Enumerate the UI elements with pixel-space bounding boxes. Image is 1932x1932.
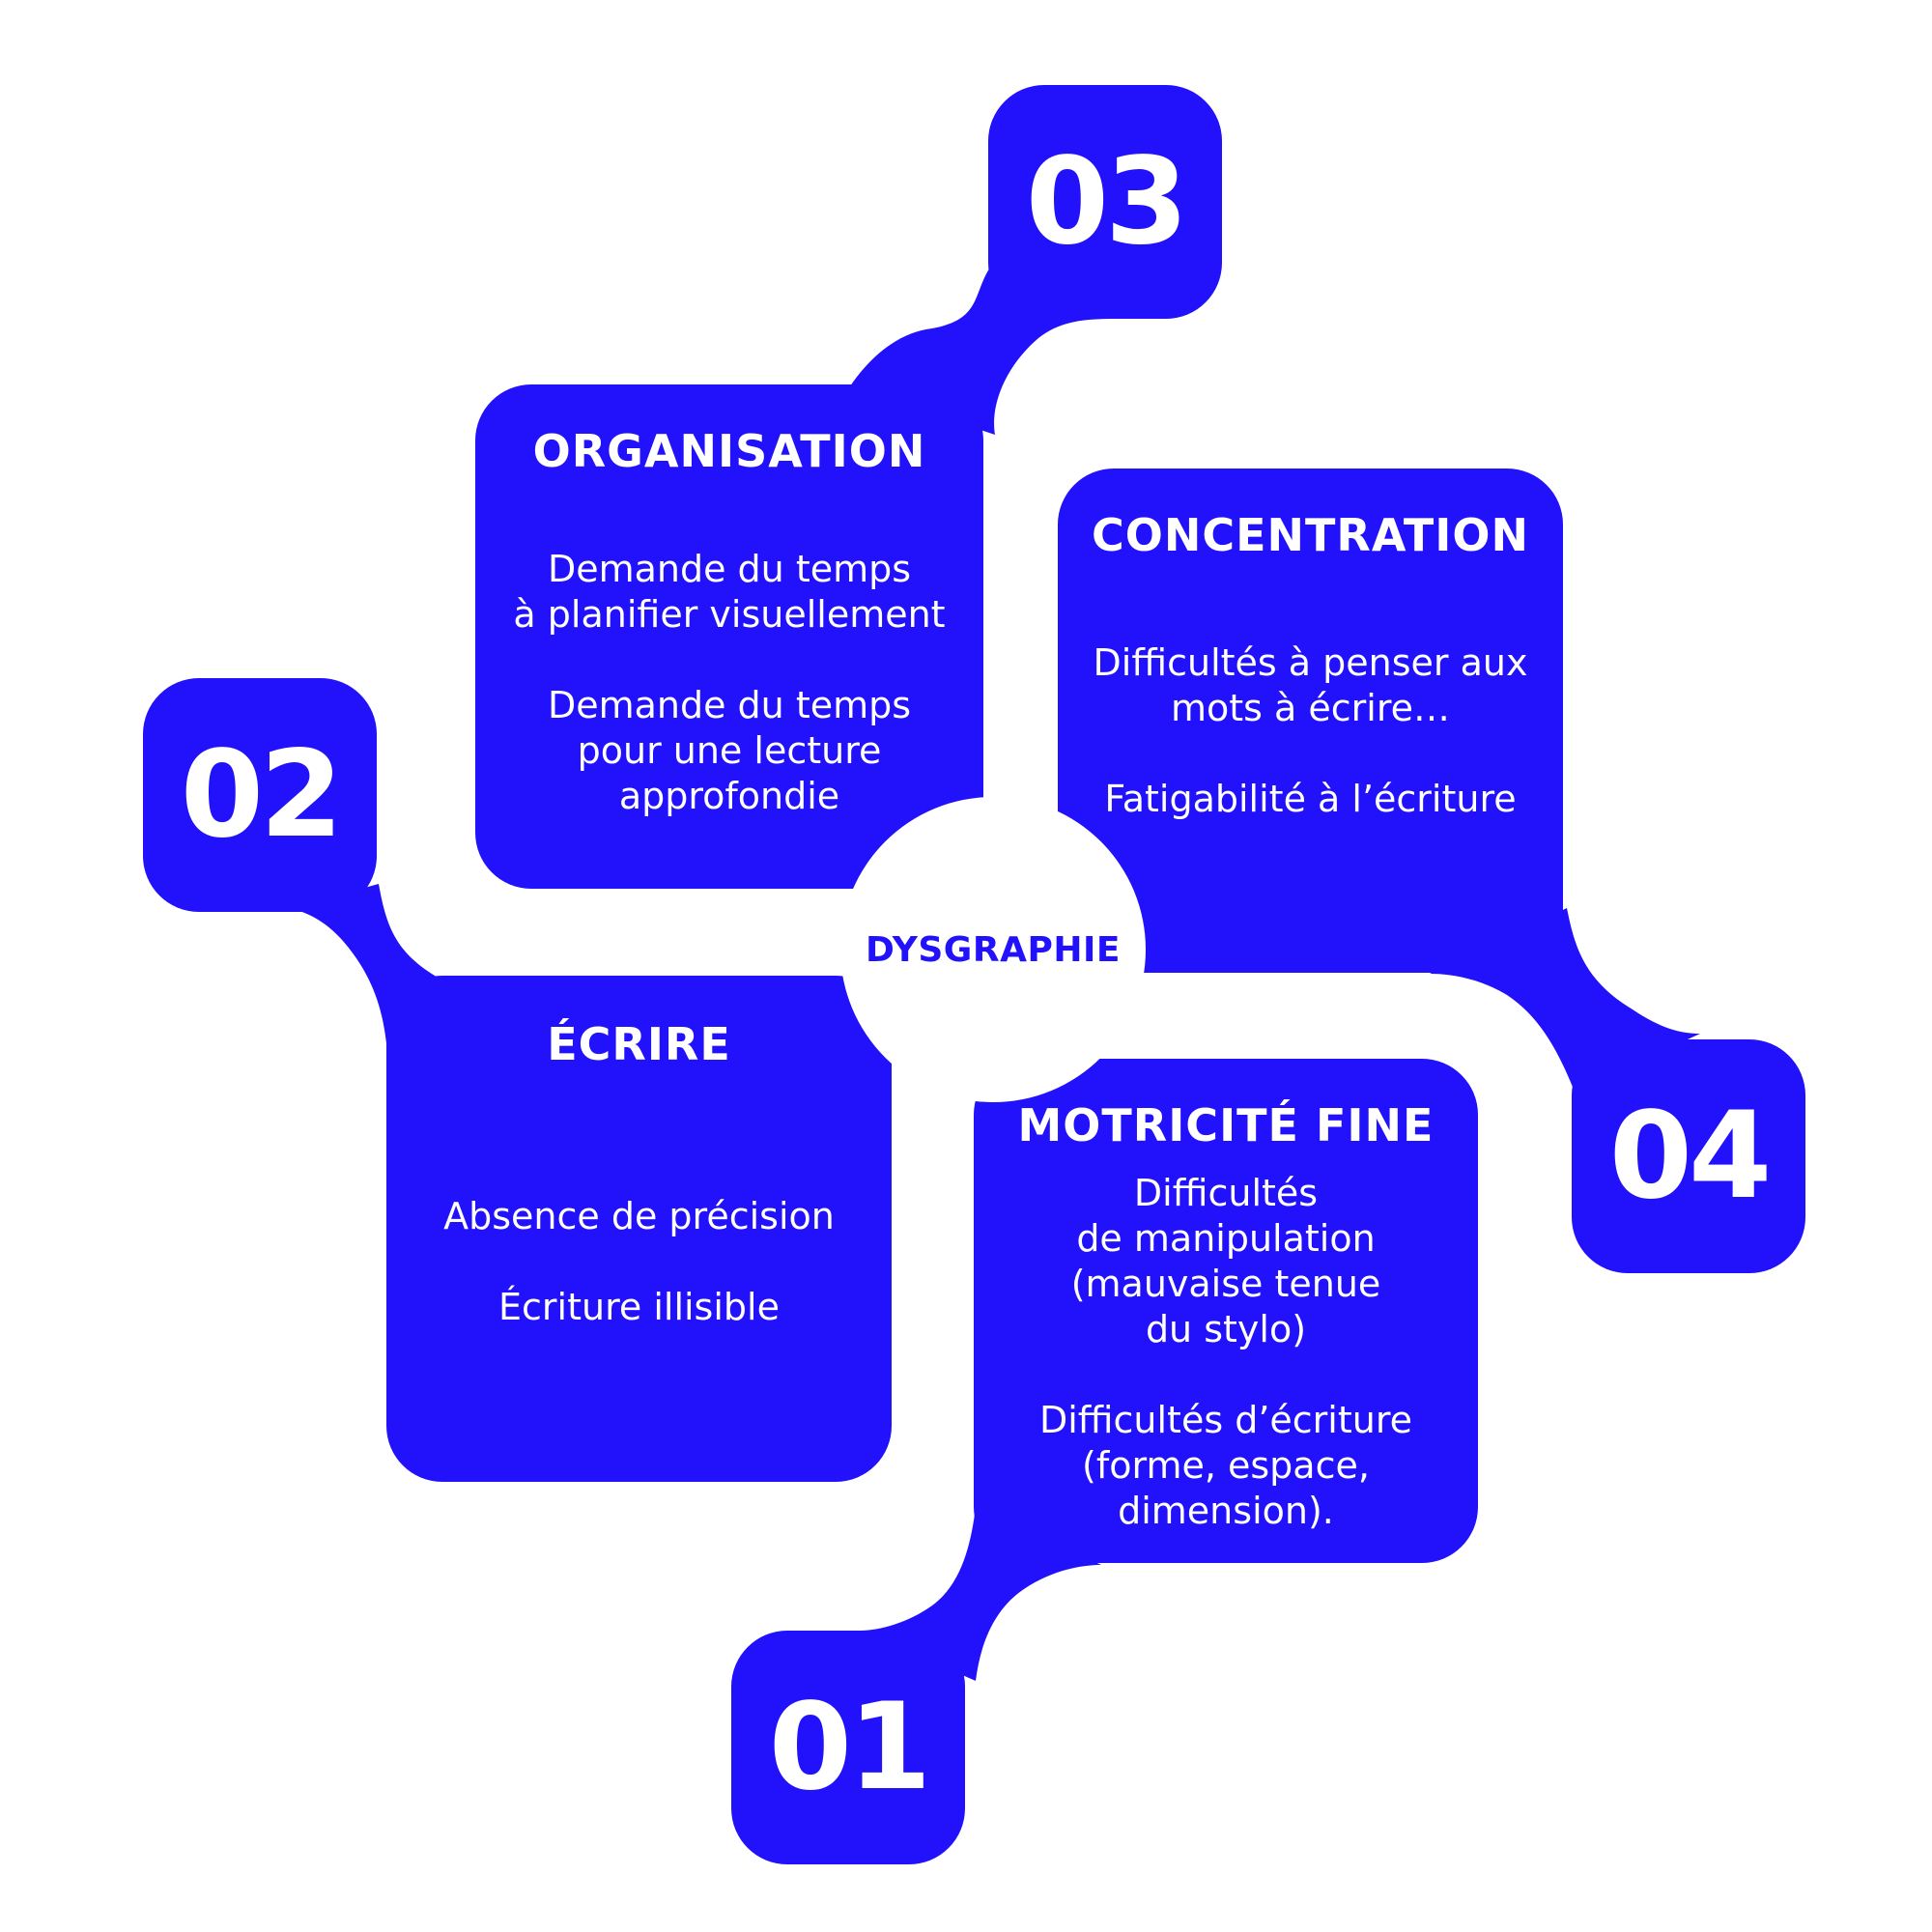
body-line: pour une lecture xyxy=(577,729,882,772)
body-line: Difficultés à penser aux xyxy=(1093,641,1528,684)
line-gap xyxy=(1058,731,1563,777)
card-title: ÉCRIRE xyxy=(547,1018,731,1070)
number-badge-03: 03 xyxy=(988,85,1222,319)
badge-number: 02 xyxy=(180,725,344,865)
card-title: MOTRICITÉ FINE xyxy=(1017,1099,1435,1151)
number-badge-04: 04 xyxy=(1572,1039,1805,1273)
body-line: Fatigabilité à l’écriture xyxy=(1104,778,1517,820)
body-line: (forme, espace, xyxy=(1082,1444,1370,1487)
body-line: de manipulation xyxy=(1076,1217,1376,1260)
body-line: Difficultés xyxy=(1133,1172,1319,1214)
body-line: (mauvaise tenue xyxy=(1070,1263,1381,1305)
body-line: du stylo) xyxy=(1145,1308,1307,1350)
badge-number: 01 xyxy=(768,1678,932,1817)
number-badge-02: 02 xyxy=(143,678,377,912)
line-gap xyxy=(386,1239,892,1285)
badge-number: 03 xyxy=(1025,132,1189,271)
line-gap xyxy=(974,1352,1478,1398)
body-line: Écriture illisible xyxy=(498,1286,780,1328)
body-line: mots à écrire… xyxy=(1170,687,1451,729)
center-circle: DYSGRAPHIE xyxy=(840,797,1146,1102)
card-title: ORGANISATION xyxy=(532,425,926,477)
badge-number: 04 xyxy=(1608,1087,1773,1226)
body-line: dimension). xyxy=(1118,1490,1334,1532)
body-line: Demande du temps xyxy=(547,548,912,590)
line-gap xyxy=(475,638,983,683)
card-title: CONCENTRATION xyxy=(1092,509,1529,561)
body-line: Demande du temps xyxy=(547,684,912,726)
body-line: Difficultés d’écriture xyxy=(1038,1399,1413,1441)
body-line: Absence de précision xyxy=(443,1195,835,1237)
body-line: à planifier visuellement xyxy=(513,593,946,636)
body-line: approfondie xyxy=(618,775,840,817)
center-label: DYSGRAPHIE xyxy=(866,929,1121,970)
number-badge-01: 01 xyxy=(731,1631,965,1864)
